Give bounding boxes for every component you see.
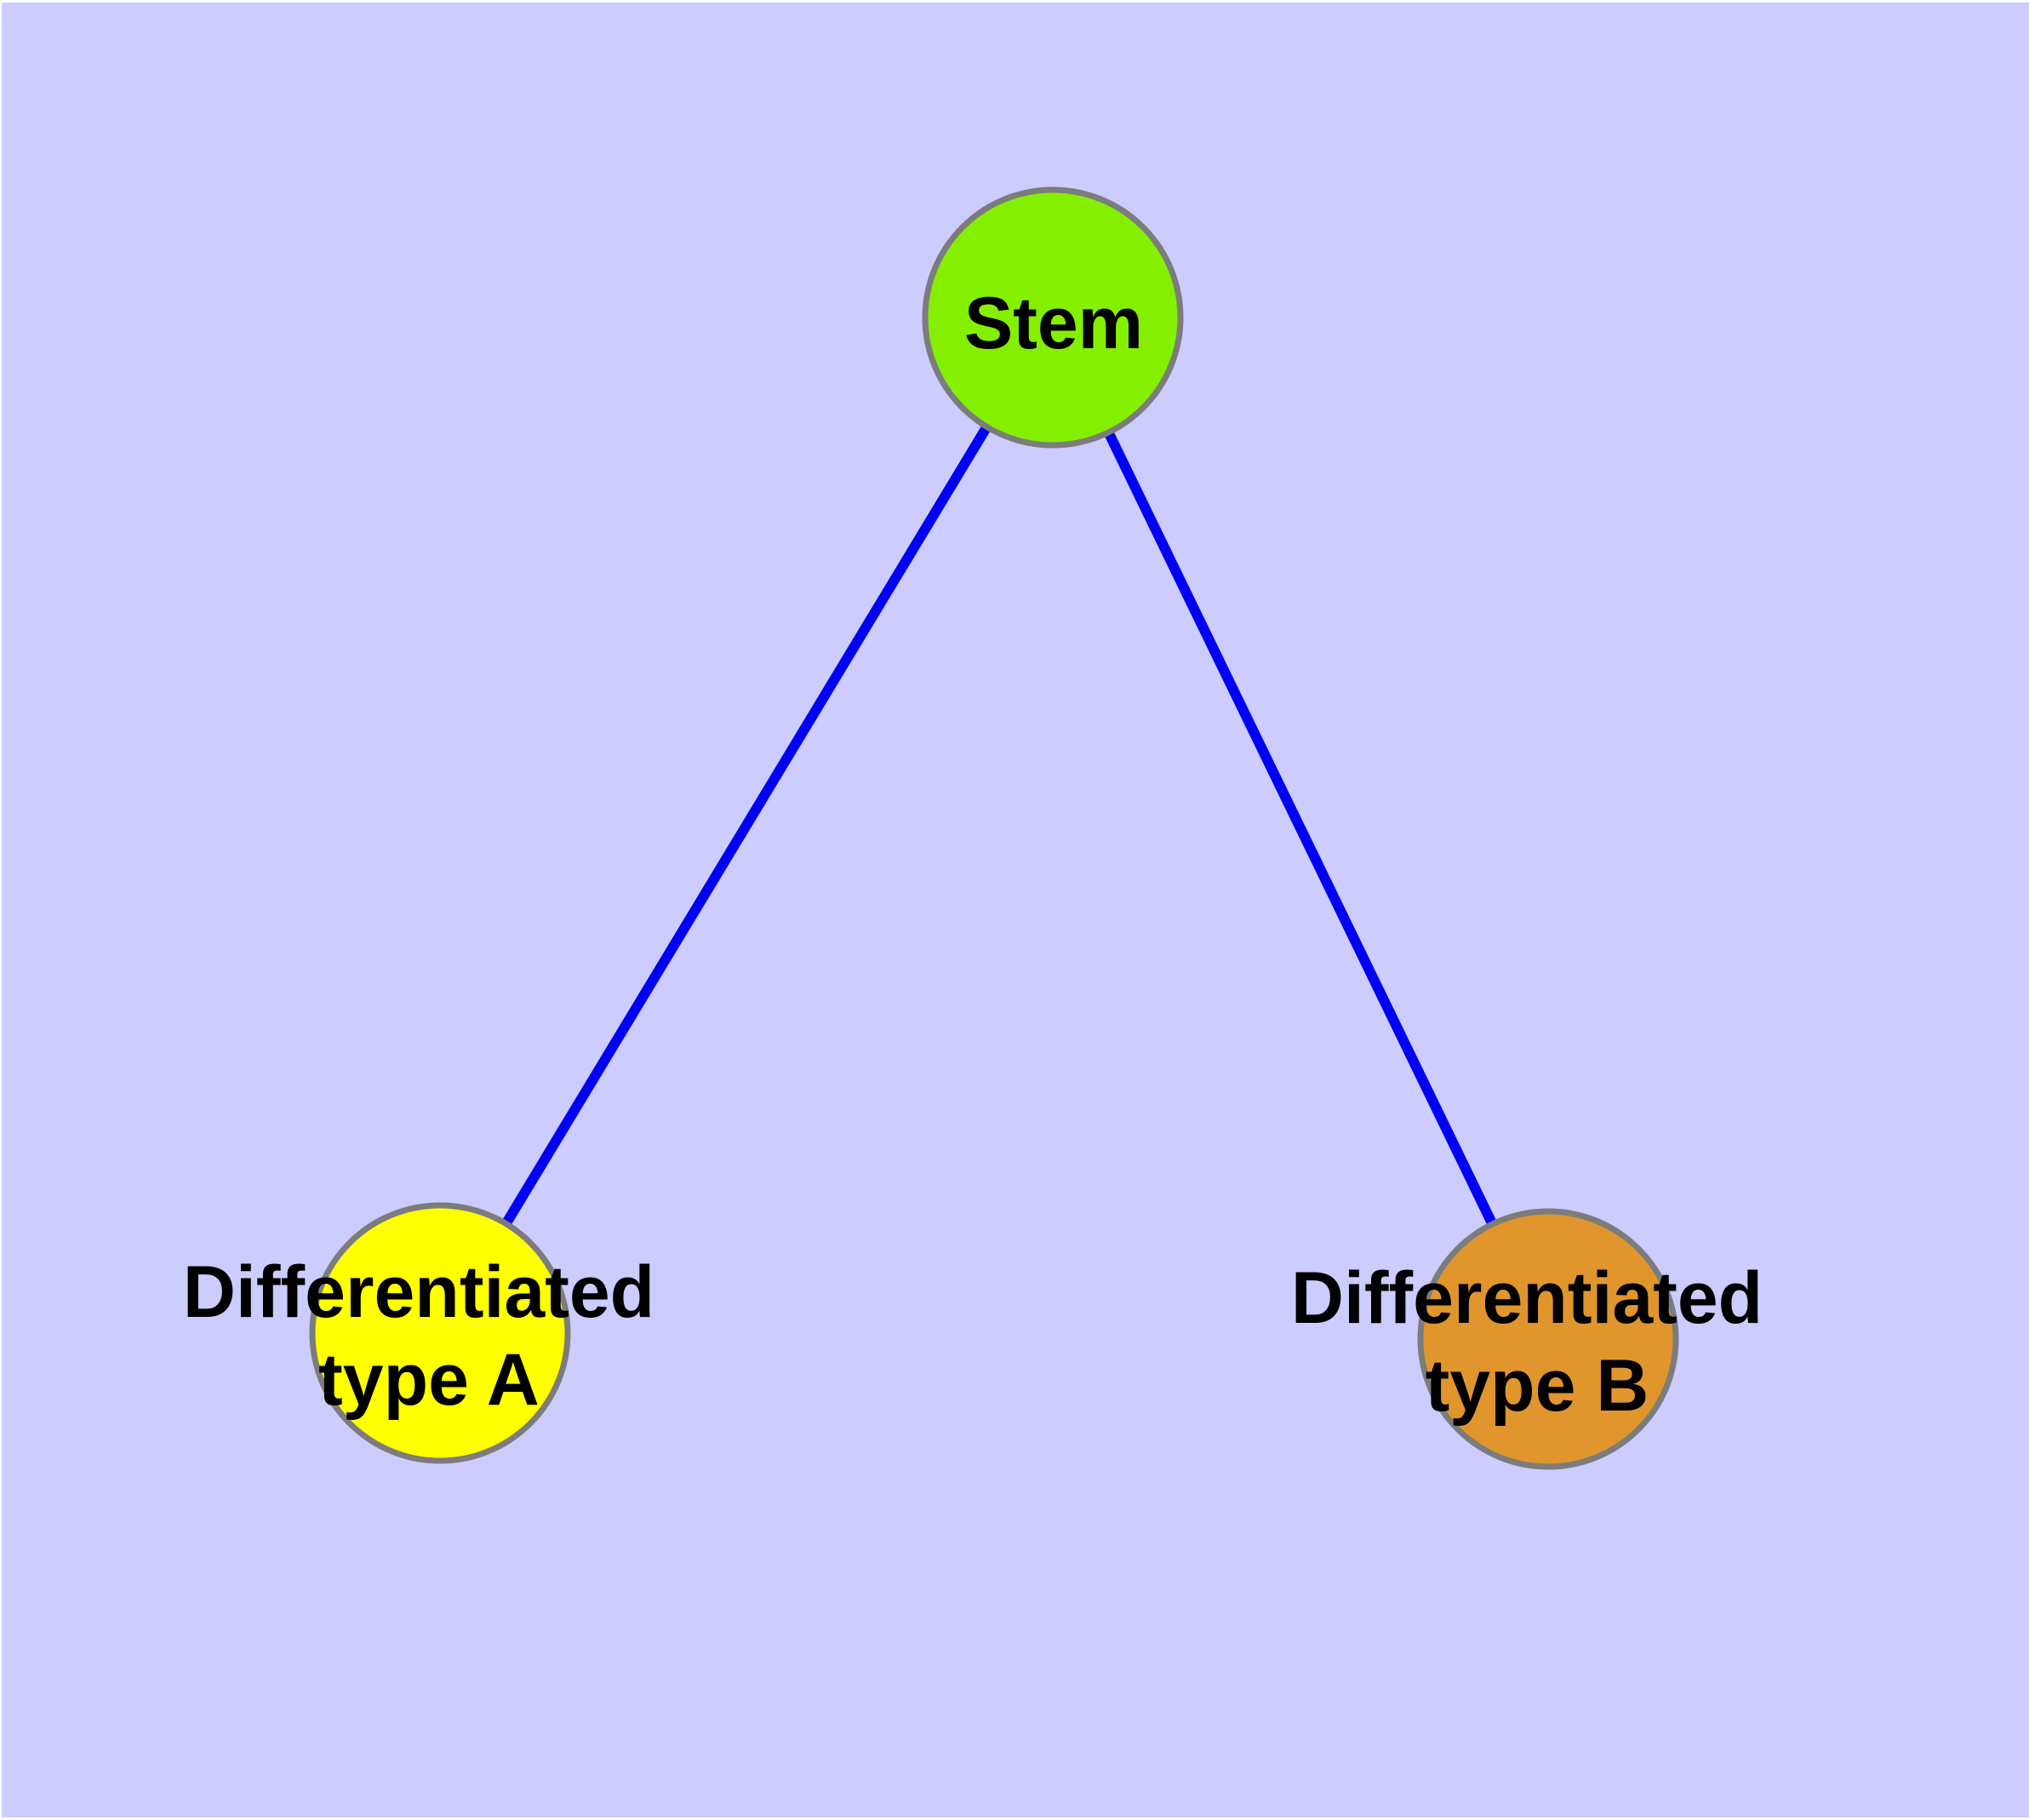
node-stem-label: Stem <box>964 283 1143 364</box>
node-stem <box>922 186 1184 449</box>
edge-stem-to-type-b <box>1048 315 1553 1342</box>
node-differentiated-type-a-label: Differentiated type A <box>183 1251 675 1421</box>
node-labels: Stem Differentiated type A Differentiate… <box>183 283 1783 1427</box>
nodes <box>309 186 1679 1470</box>
node-differentiated-type-a <box>309 1202 571 1464</box>
node-differentiated-type-b <box>1417 1208 1679 1470</box>
edges <box>435 314 1553 1342</box>
node-differentiated-type-b-label: Differentiated type B <box>1291 1257 1783 1427</box>
edge-stem-to-type-a <box>435 314 1058 1336</box>
